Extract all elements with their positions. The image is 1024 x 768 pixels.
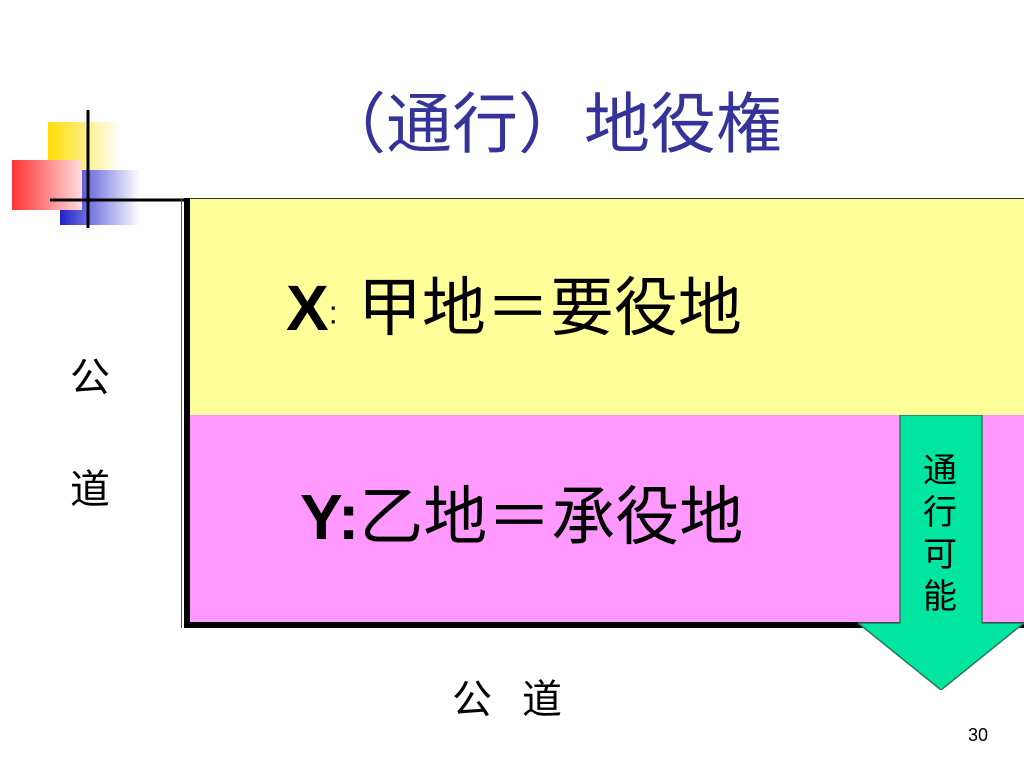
land-x-label: X: 甲地＝要役地 (286, 276, 742, 341)
slide-title: （通行）地役権 (320, 86, 782, 163)
land-y-servient (190, 415, 1024, 623)
public-road-bottom: 公道 (452, 677, 592, 723)
land-y-colon: : (337, 481, 360, 553)
passage-arrow (858, 415, 1024, 690)
decorative-logo (12, 110, 190, 228)
land-y-letter: Y (300, 481, 338, 553)
passage-arrow-label: 通行可能 (923, 451, 957, 617)
land-x-text: 甲地＝要役地 (357, 272, 742, 346)
page-number: 30 (968, 725, 989, 745)
land-left-border (184, 198, 190, 628)
land-x-letter: X (286, 272, 329, 344)
land-bottom-border (184, 622, 1024, 628)
public-road-left-char1: 公 (70, 355, 110, 401)
public-road-left-char2: 道 (70, 467, 110, 513)
land-x-dominant (190, 198, 1024, 417)
land-left-edge-line (181, 198, 182, 628)
land-y-text: 乙地＝承役地 (359, 481, 744, 555)
land-x-colon: : (328, 294, 338, 331)
land-y-label: Y:乙地＝承役地 (300, 485, 743, 550)
